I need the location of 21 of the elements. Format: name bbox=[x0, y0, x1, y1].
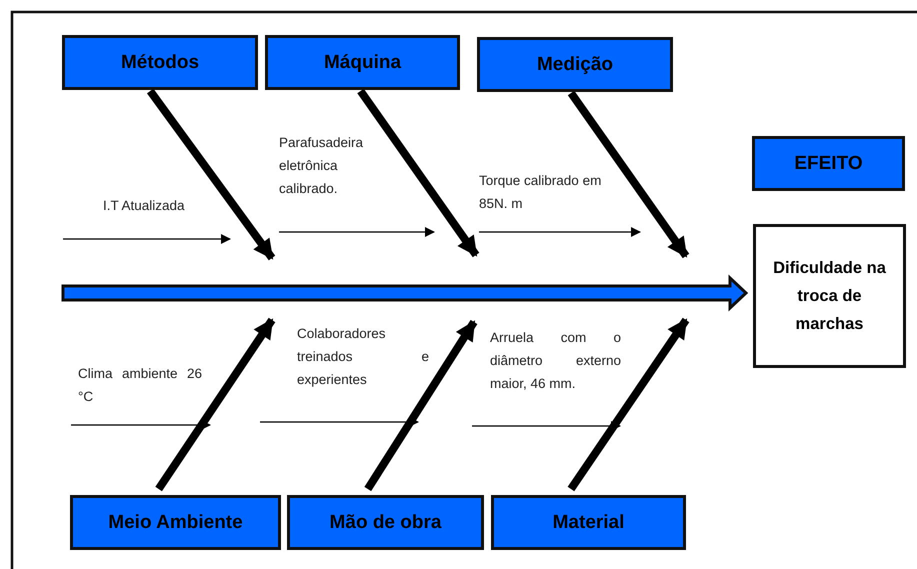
bone-arrow bbox=[357, 88, 480, 258]
cause-text: Parafusadeira eletrônica calibrado. bbox=[279, 134, 364, 198]
bone-arrow bbox=[155, 318, 276, 492]
bone-arrow bbox=[568, 318, 690, 492]
effect-box: Dificuldade na troca de marchas bbox=[753, 224, 906, 368]
cause-text: Clima ambiente 26 °C bbox=[78, 365, 202, 406]
spine-arrow bbox=[62, 274, 748, 312]
bone-arrow bbox=[146, 88, 276, 260]
category-box: Máquina bbox=[265, 35, 460, 90]
cause-text: Colaboradores treinados e experientes bbox=[297, 325, 429, 389]
bone-arrow bbox=[568, 90, 690, 258]
category-box: Meio Ambiente bbox=[70, 495, 281, 550]
category-box: Medição bbox=[477, 37, 673, 92]
cause-text: I.T Atualizada bbox=[103, 197, 186, 215]
cause-text: Arruela com o diâmetro externo maior, 46 mm. bbox=[490, 329, 621, 393]
category-box: Mão de obra bbox=[287, 495, 484, 550]
category-box: Métodos bbox=[62, 35, 258, 90]
cause-text: Torque calibrado em 85N. m bbox=[479, 172, 602, 213]
bone-arrow bbox=[364, 320, 478, 492]
effect-heading-box: EFEITO bbox=[752, 136, 905, 191]
category-box: Material bbox=[491, 495, 686, 550]
